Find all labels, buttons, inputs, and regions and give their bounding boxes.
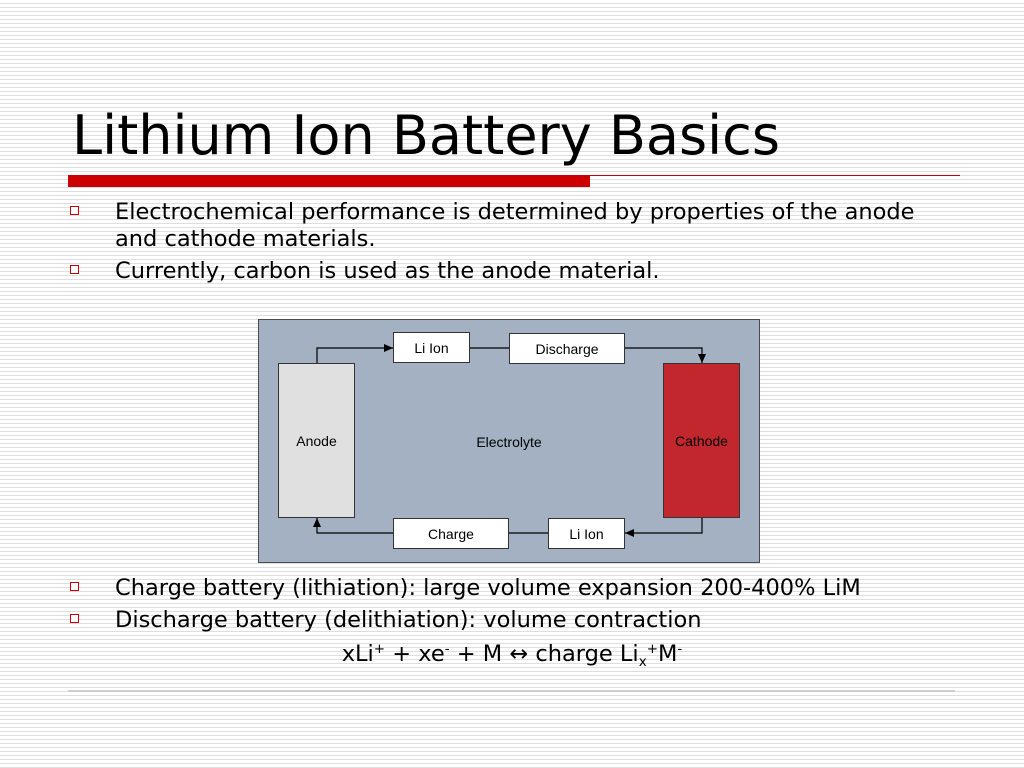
slide-title: Lithium Ion Battery Basics — [72, 104, 780, 167]
equation-superscript: + — [646, 640, 658, 657]
discharge-label: Discharge — [535, 340, 599, 357]
arrow-charge-to-anode — [313, 518, 393, 534]
equation-superscript: + — [373, 640, 386, 657]
equation-term: M — [658, 641, 678, 667]
li-ion-top-label: Li Ion — [414, 339, 449, 356]
discharge-box: Discharge — [509, 333, 625, 364]
bullet-item: Charge battery (lithiation): large volum… — [68, 575, 940, 602]
battery-diagram: Li Ion Discharge Anode Electrolyte Catho… — [258, 319, 760, 563]
arrow-anode-to-li-ion-top — [316, 344, 393, 363]
hollow-square-bullet-icon — [70, 582, 79, 591]
hollow-square-bullet-icon — [70, 206, 79, 215]
bullet-list-top: Electrochemical performance is determine… — [68, 199, 940, 290]
anode-box: Anode — [278, 363, 355, 518]
equation-superscript: - — [444, 640, 450, 657]
hollow-square-bullet-icon — [70, 614, 79, 623]
bullet-text: Currently, carbon is used as the anode m… — [115, 258, 660, 284]
li-ion-bottom-box: Li Ion — [548, 518, 625, 549]
bullet-text: Electrochemical performance is determine… — [115, 199, 915, 252]
footer-rule — [68, 690, 955, 692]
hollow-square-bullet-icon — [70, 265, 79, 274]
equation-term: + xe — [385, 641, 445, 667]
arrow-discharge-to-cathode — [625, 347, 706, 363]
bullet-item: Electrochemical performance is determine… — [68, 199, 940, 253]
diagram-connectors — [313, 344, 706, 537]
title-underline-rule — [590, 175, 960, 176]
equation-term: + M ↔ charge Li — [449, 641, 639, 667]
bullet-item: Discharge battery (delithiation): volume… — [68, 607, 940, 634]
charge-label: Charge — [428, 525, 474, 542]
arrow-cathode-to-li-ion-bottom — [625, 518, 703, 537]
reaction-equation: xLi+ + xe- + M ↔ charge Lix+M- — [0, 641, 1024, 668]
li-ion-top-box: Li Ion — [393, 332, 470, 363]
cathode-box: Cathode — [663, 363, 740, 518]
bullet-item: Currently, carbon is used as the anode m… — [68, 258, 940, 285]
cathode-label: Cathode — [675, 432, 728, 449]
bullet-text: Charge battery (lithiation): large volum… — [115, 575, 861, 601]
equation-superscript: - — [677, 640, 683, 657]
equation-subscript: x — [638, 653, 647, 670]
bullet-text: Discharge battery (delithiation): volume… — [115, 607, 702, 633]
li-ion-bottom-label: Li Ion — [569, 525, 604, 542]
equation-term: xLi — [341, 641, 374, 667]
charge-box: Charge — [393, 518, 509, 549]
bullet-list-bottom: Charge battery (lithiation): large volum… — [68, 575, 940, 639]
anode-label: Anode — [296, 432, 337, 449]
title-underline-bar — [68, 175, 590, 187]
electrolyte-label: Electrolyte — [476, 434, 542, 450]
